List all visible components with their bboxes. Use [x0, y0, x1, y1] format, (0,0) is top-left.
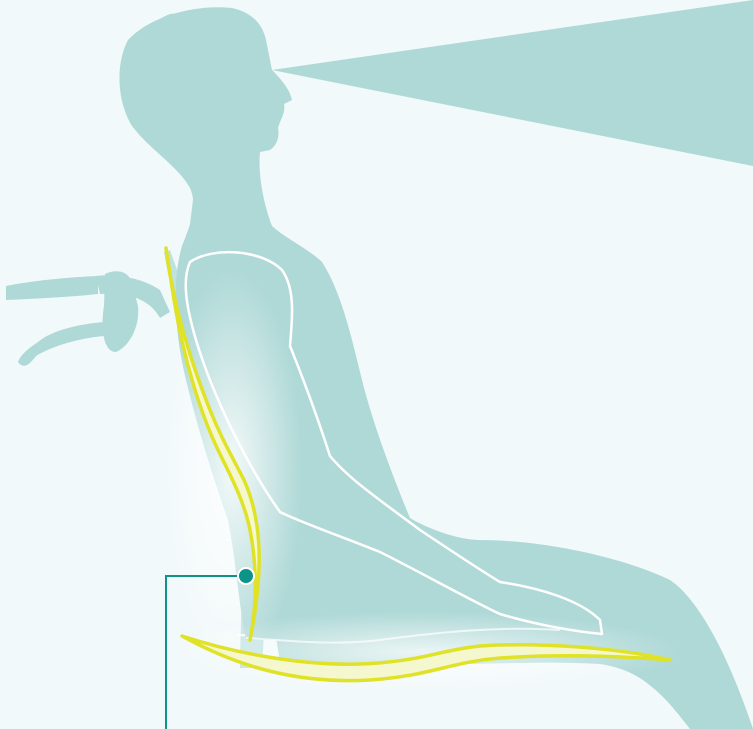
- chair-armrest: [6, 271, 170, 366]
- lumbar-callout-dot: [238, 568, 254, 584]
- line-of-sight-cone: [272, 0, 753, 166]
